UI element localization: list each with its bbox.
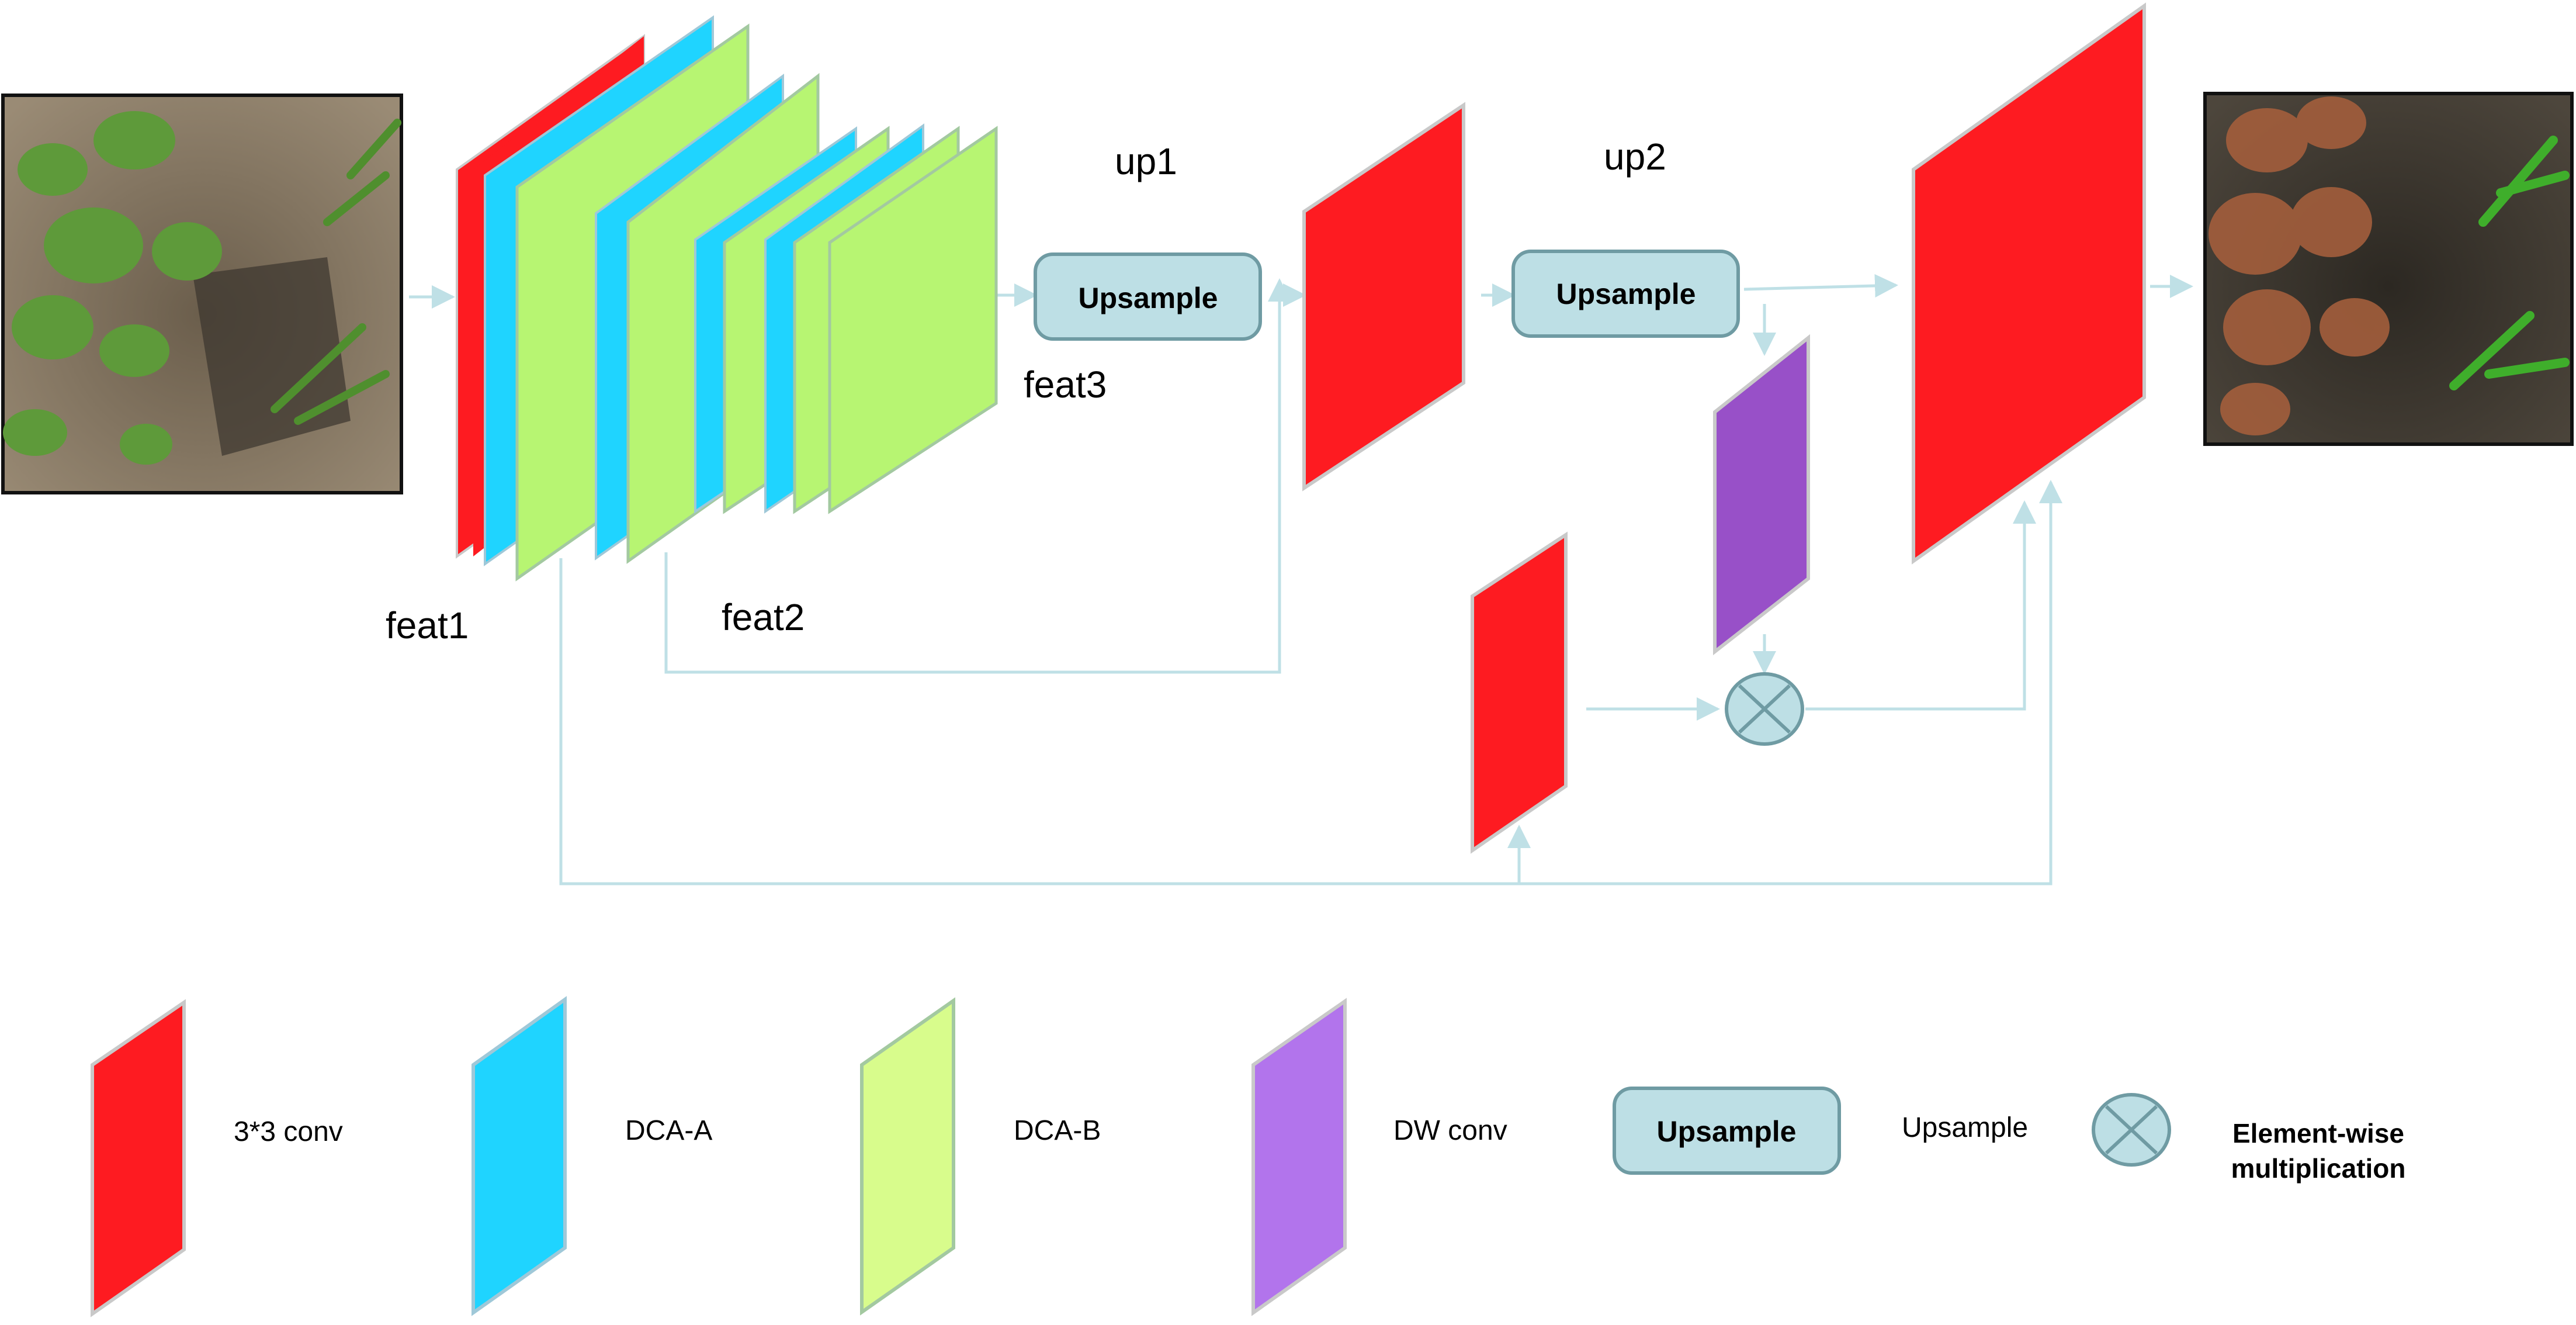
feat1-label: feat1 (386, 604, 469, 646)
upsample-block-1-label: Upsample (1079, 282, 1218, 314)
feat3-label: feat3 (1024, 364, 1107, 406)
legend-multiply: Element-wise multiplication (2092, 1093, 2406, 1184)
encoder-dca-b-layer-5 (828, 126, 998, 514)
legend-dca-b-swatch (860, 997, 955, 1316)
legend-multiply-label-line1: Element-wise (2232, 1118, 2404, 1148)
upsample-block-2-label: Upsample (1556, 278, 1696, 310)
multiply-operator (1725, 672, 1804, 746)
output-conv-layer (1912, 2, 2146, 565)
up1-label: up1 (1115, 140, 1177, 182)
feat2-label: feat2 (722, 596, 805, 638)
legend-dw-conv: DW conv (1251, 998, 1507, 1316)
legend-conv-label: 3*3 conv (234, 1116, 343, 1147)
up1-conv-layer (1302, 102, 1465, 492)
feat2-skip-connection (664, 278, 1291, 674)
legend-dca-b-label: DCA-B (1014, 1115, 1101, 1146)
legend: 3*3 conv DCA-A DCA-B DW conv Upsample Up… (91, 996, 2406, 1317)
legend-dw-conv-label: DW conv (1393, 1115, 1507, 1146)
legend-multiply-label-line2: multiplication (2231, 1153, 2406, 1184)
legend-conv: 3*3 conv (91, 999, 343, 1317)
skip-conv-layer (1471, 531, 1568, 854)
upsample-block-1: Upsample (1034, 252, 1262, 341)
input-image (1, 94, 403, 494)
legend-upsample-swatch (1613, 1087, 1841, 1175)
legend-upsample: Upsample Upsample (1613, 1087, 2028, 1175)
legend-upsample-label: Upsample (1902, 1112, 2028, 1143)
legend-dca-a-swatch (471, 996, 567, 1316)
legend-dca-a: DCA-A (471, 996, 712, 1316)
multiply-to-output-arrow (1805, 500, 2036, 711)
connectors (409, 274, 2193, 885)
legend-conv-swatch (91, 999, 186, 1317)
encoder-stack (456, 15, 998, 582)
legend-dw-conv-swatch (1251, 998, 1347, 1316)
up2-label: up2 (1604, 136, 1666, 178)
upsample2-to-output-arrow (1743, 274, 1898, 297)
feat1-skip-connection (559, 480, 2062, 885)
legend-upsample-box-label: Upsample (1657, 1115, 1797, 1148)
legend-dca-b: DCA-B (860, 997, 1101, 1316)
dw-conv-layer (1713, 334, 1810, 656)
legend-multiply-icon (2092, 1093, 2171, 1167)
upsample-block-2: Upsample (1511, 250, 1740, 338)
output-image (2203, 92, 2574, 446)
legend-dca-a-label: DCA-A (625, 1115, 712, 1146)
